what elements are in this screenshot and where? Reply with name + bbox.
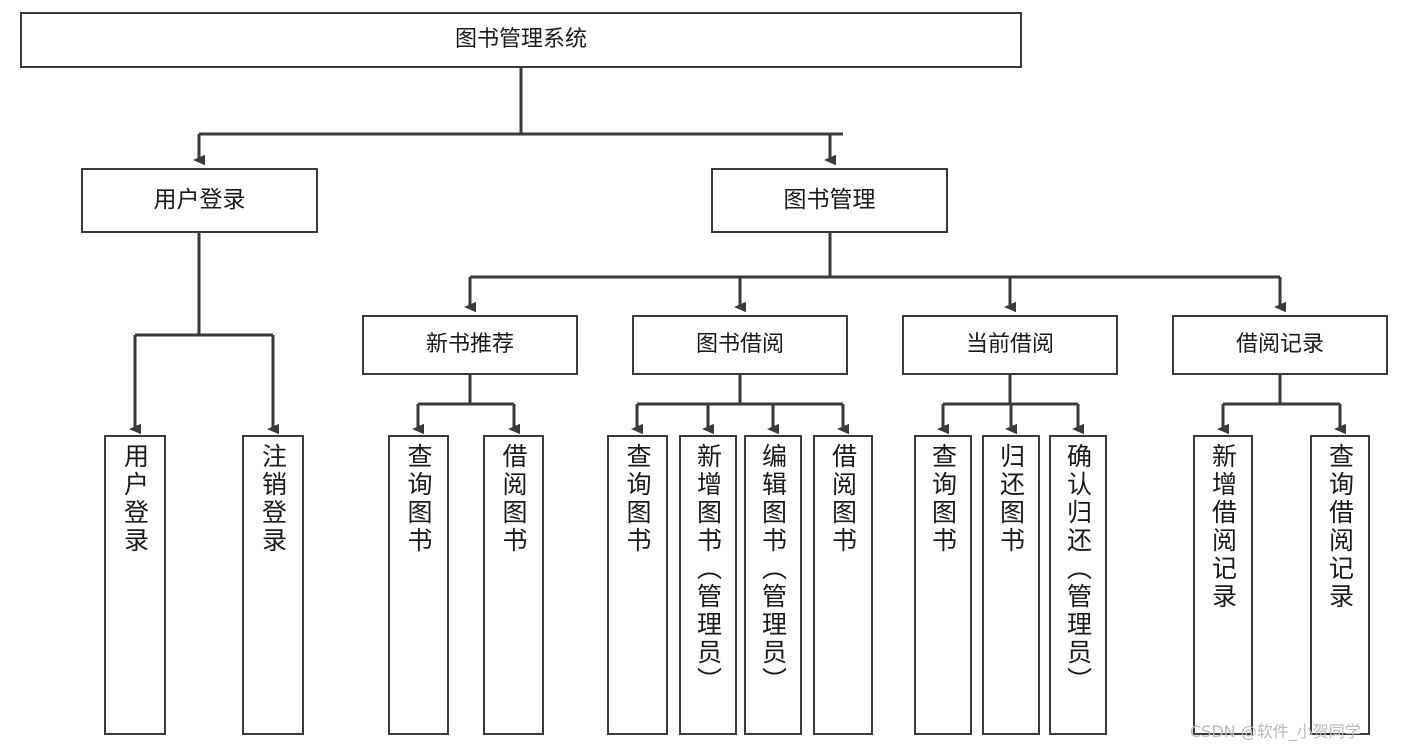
node-root-label: 图书管理系统	[454, 26, 587, 52]
leaf-label: 编辑图书（管理员）	[758, 443, 788, 695]
leaf-label: 新增借阅记录	[1208, 443, 1238, 611]
node-book-borrow[interactable]: 图书借阅	[632, 315, 848, 375]
leaf-label: 用户登录	[120, 443, 150, 555]
node-current-borrow[interactable]: 当前借阅	[902, 315, 1118, 375]
leaf-borrow-query-book[interactable]: 查询图书	[607, 435, 668, 735]
leaf-label: 查询图书	[404, 443, 433, 555]
leaf-new-book-borrow[interactable]: 借阅图书	[483, 435, 544, 735]
leaf-user-login-login[interactable]: 用户登录	[104, 435, 166, 735]
leaf-current-confirm-return[interactable]: 确认归还（管理员）	[1049, 435, 1107, 735]
node-book-management[interactable]: 图书管理	[711, 168, 948, 233]
leaf-borrow-edit-book[interactable]: 编辑图书（管理员）	[744, 435, 802, 735]
leaf-record-query[interactable]: 查询借阅记录	[1310, 435, 1370, 735]
leaf-label: 借阅图书	[828, 443, 858, 555]
leaf-new-book-query[interactable]: 查询图书	[388, 435, 449, 735]
leaf-label: 查询图书	[623, 443, 652, 555]
leaf-label: 查询图书	[928, 443, 958, 555]
node-book-management-label: 图书管理	[783, 186, 876, 213]
node-new-book-recommend[interactable]: 新书推荐	[362, 315, 578, 375]
leaf-label: 归还图书	[996, 443, 1026, 555]
node-new-book-recommend-label: 新书推荐	[425, 331, 514, 357]
leaf-current-query-book[interactable]: 查询图书	[914, 435, 972, 735]
leaf-label: 新增图书（管理员）	[693, 443, 723, 695]
node-borrow-record-label: 借阅记录	[1235, 331, 1324, 357]
leaf-label: 查询借阅记录	[1325, 443, 1355, 611]
node-book-borrow-label: 图书借阅	[695, 331, 784, 357]
leaf-label: 借阅图书	[499, 443, 528, 555]
leaf-user-login-logout[interactable]: 注销登录	[242, 435, 304, 735]
leaf-record-add[interactable]: 新增借阅记录	[1193, 435, 1253, 735]
leaf-label: 确认归还（管理员）	[1063, 443, 1093, 695]
node-user-login[interactable]: 用户登录	[81, 168, 318, 233]
node-root[interactable]: 图书管理系统	[20, 12, 1022, 68]
node-current-borrow-label: 当前借阅	[965, 331, 1054, 357]
leaf-borrow-borrow-book[interactable]: 借阅图书	[813, 435, 873, 735]
watermark: CSDN @软件_小贺同学	[1190, 722, 1361, 741]
node-borrow-record[interactable]: 借阅记录	[1172, 315, 1388, 375]
leaf-label: 注销登录	[258, 443, 288, 555]
node-user-login-label: 用户登录	[153, 186, 246, 213]
leaf-current-return-book[interactable]: 归还图书	[982, 435, 1040, 735]
leaf-borrow-add-book[interactable]: 新增图书（管理员）	[679, 435, 737, 735]
